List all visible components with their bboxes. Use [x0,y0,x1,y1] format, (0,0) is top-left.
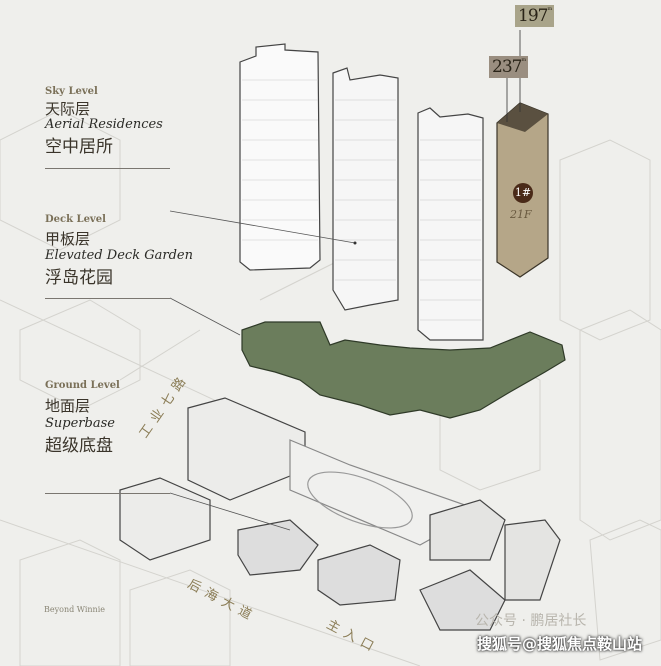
divider [45,298,170,299]
sky-leader-line [169,210,356,244]
tower-2 [332,67,399,311]
height-tag-197: 197m [515,5,555,27]
height-value: 197 [518,6,548,26]
sky-level-en: Aerial Residences [45,117,163,132]
ground-level-en: Superbase [45,416,115,431]
elevated-deck-garden [241,321,566,419]
deck-level-en: Elevated Deck Garden [45,248,193,263]
tower-number-badge: 1# [513,183,533,203]
height-unit: m [521,57,526,63]
ground-level-cn: 地面层 [45,397,91,415]
deck-level-label: Deck Level [45,214,106,225]
tower-1 [239,43,321,271]
divider [45,493,170,494]
height-value: 237 [492,57,522,77]
divider [45,168,170,169]
height-unit: m [547,6,552,12]
brand-logo: Beyond Winnie [44,605,106,614]
residential-towers [239,30,549,341]
height-tag-237: 237m [489,56,529,78]
watermark: 搜狐号@搜狐焦点鞍山站 [477,635,643,653]
deck-level-cn-sub: 浮岛花园 [45,268,113,288]
ground-level-cn-sub: 超级底盘 [45,436,113,456]
sky-level-cn: 天际层 [45,100,91,118]
tower-3 [417,107,484,341]
sky-level-cn-sub: 空中居所 [45,137,113,157]
ground-superbase [119,397,561,631]
deck-level-cn: 甲板层 [45,230,91,248]
tower-floors: 21F [510,208,532,221]
context-buildings [0,109,661,666]
sky-level-label: Sky Level [45,86,98,97]
ground-level-label: Ground Level [45,380,120,391]
watermark-faint: 公众号 · 鹏居社长 [475,613,587,629]
